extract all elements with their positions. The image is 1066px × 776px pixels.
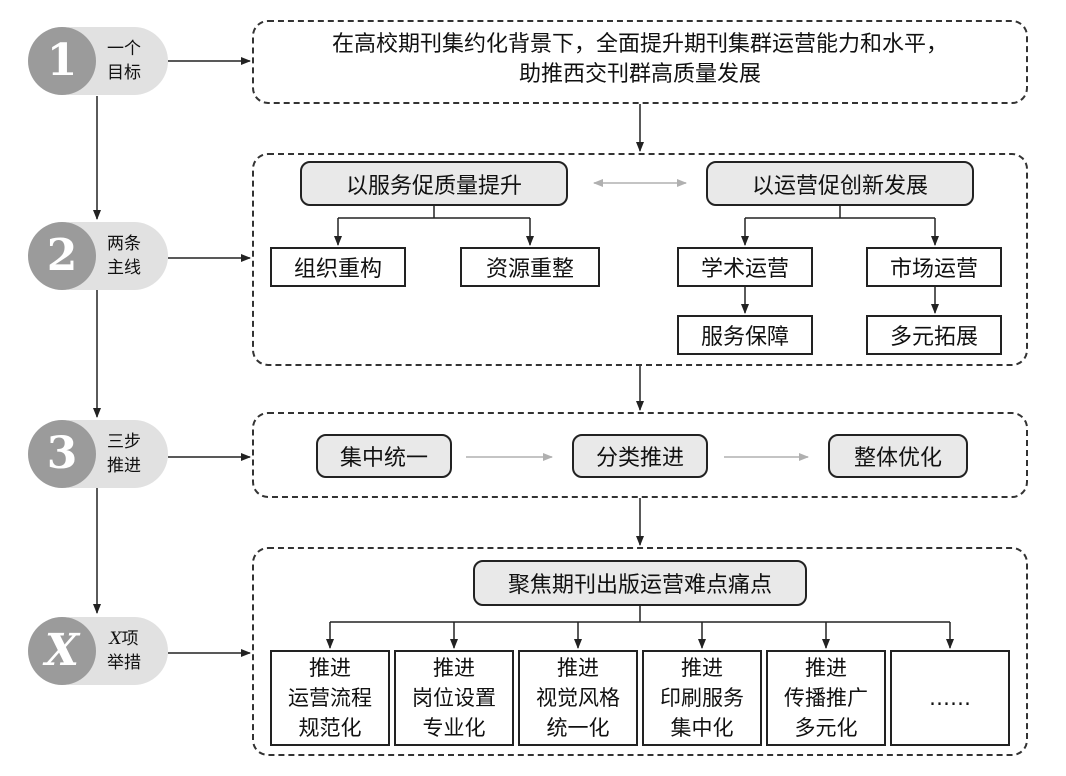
goal-line-2: 助推西交刊群高质量发展 [518, 62, 761, 87]
measure-3-line-3: 统一化 [546, 716, 610, 740]
level-2-label-line-2: 主线 [107, 258, 141, 278]
level-x-label-line-1-text: 项 [121, 629, 139, 649]
measure-2-line-2: 岗位设置 [412, 686, 496, 710]
measure-2-line-3: 专业化 [422, 716, 486, 740]
level-x-prefix: X [109, 629, 122, 649]
level-x-label-line-1: X项 [98, 627, 150, 651]
measure-1: 推进 运营流程 规范化 [270, 650, 390, 746]
step-3: 整体优化 [828, 434, 968, 478]
level-3-label-line-2: 推进 [107, 456, 141, 476]
level-3-label-line-1: 三步 [107, 432, 141, 452]
level-1-number: 1 [28, 27, 96, 95]
measure-5: 推进 传播推广 多元化 [766, 650, 886, 746]
box-fuwu-baozhang: 服务保障 [677, 315, 813, 355]
level-2-number: 2 [28, 222, 96, 290]
measure-4-line-1: 推进 [681, 656, 723, 680]
measure-2-line-1: 推进 [433, 656, 475, 680]
level-x-label: X项 举措 [98, 627, 150, 675]
goal-line-1: 在高校期刊集约化背景下，全面提升期刊集群运营能力和水平， [331, 32, 948, 57]
measure-1-line-3: 规范化 [298, 716, 362, 740]
level-x-label-line-2: 举措 [107, 653, 141, 673]
measures-group [252, 547, 1028, 756]
level-2-label-line-1: 两条 [107, 234, 141, 254]
main-lines-group [252, 153, 1028, 366]
goal-text: 在高校期刊集约化背景下，全面提升期刊集群运营能力和水平， 助推西交刊群高质量发展 [252, 30, 1028, 90]
box-duoyuan-tuozhan: 多元拓展 [866, 315, 1002, 355]
measure-4-line-2: 印刷服务 [660, 686, 744, 710]
step-1: 集中统一 [316, 434, 452, 478]
goal-group [252, 20, 1028, 104]
measure-3-line-1: 推进 [557, 656, 599, 680]
measure-3: 推进 视觉风格 统一化 [518, 650, 638, 746]
measure-3-line-2: 视觉风格 [536, 686, 620, 710]
measure-1-line-2: 运营流程 [288, 686, 372, 710]
level-1-label-line-1: 一个 [107, 39, 141, 59]
level-2-label: 两条 主线 [98, 232, 150, 280]
measure-4: 推进 印刷服务 集中化 [642, 650, 762, 746]
measure-4-line-3: 集中化 [670, 716, 734, 740]
level-3-number: 3 [28, 420, 96, 488]
measure-1-line-1: 推进 [309, 656, 351, 680]
measure-5-line-3: 多元化 [794, 716, 858, 740]
level-3-label: 三步 推进 [98, 430, 150, 478]
level-x-symbol: X [28, 617, 96, 685]
main-line-operation-title: 以运营促创新发展 [706, 161, 974, 206]
box-zuzhi-chonggou: 组织重构 [270, 247, 406, 287]
level-1-label: 一个 目标 [98, 37, 150, 85]
measure-5-line-1: 推进 [805, 656, 847, 680]
box-ziyuan-chongzheng: 资源重整 [460, 247, 600, 287]
main-line-service-title: 以服务促质量提升 [300, 161, 568, 206]
measures-title: 聚焦期刊出版运营难点痛点 [473, 560, 807, 606]
level-1-label-line-2: 目标 [107, 63, 141, 83]
measure-6-ellipsis: …… [890, 650, 1010, 746]
measure-5-line-2: 传播推广 [784, 686, 868, 710]
box-xueshu-yunying: 学术运营 [677, 247, 813, 287]
steps-group [252, 412, 1028, 498]
measure-2: 推进 岗位设置 专业化 [394, 650, 514, 746]
measure-6-line-1: …… [929, 686, 971, 710]
box-shichang-yunying: 市场运营 [866, 247, 1002, 287]
step-2: 分类推进 [572, 434, 708, 478]
